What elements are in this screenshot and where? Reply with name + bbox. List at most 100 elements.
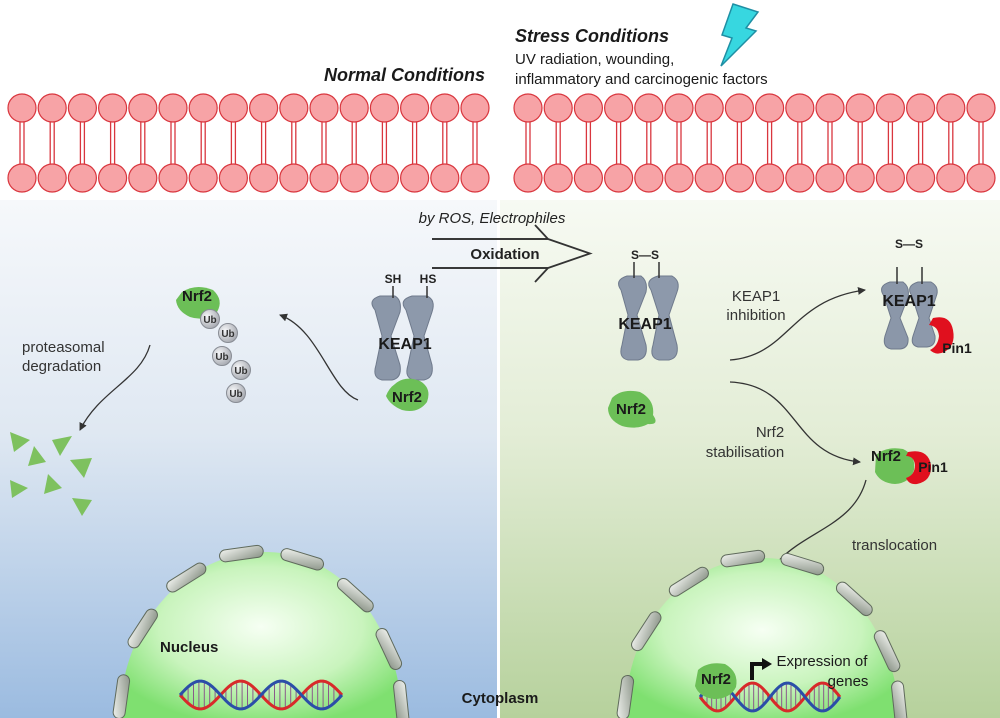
lipid-head bbox=[7, 163, 37, 193]
disulfide-label-pin1: S—S bbox=[895, 237, 923, 251]
ubiquitin-bead bbox=[212, 346, 232, 366]
lipid-head bbox=[936, 93, 966, 123]
nuclear-pore bbox=[780, 552, 825, 576]
lipid-head bbox=[339, 93, 369, 123]
oxidation-arrow bbox=[432, 224, 593, 283]
nrf2-stabilisation-line1: Nrf2 bbox=[756, 424, 784, 441]
nuclear-pore bbox=[375, 627, 403, 671]
proteasomal-label-line1: proteasomal bbox=[22, 339, 105, 356]
lipid-head bbox=[158, 93, 188, 123]
lipid-head bbox=[815, 163, 845, 193]
pin1-shape-nrf2 bbox=[906, 451, 932, 485]
keap1-inhibition-line2: inhibition bbox=[726, 307, 785, 324]
translocation-label: translocation bbox=[852, 537, 937, 554]
hs-label-right: HS bbox=[420, 272, 437, 286]
keap1-inhibition-line1: KEAP1 bbox=[732, 288, 780, 305]
lipid-head bbox=[369, 163, 399, 193]
lipid-head bbox=[724, 93, 755, 123]
lipid-head bbox=[634, 93, 664, 123]
lipid-head bbox=[128, 163, 158, 193]
pin1-label-nrf2: Pin1 bbox=[918, 459, 948, 475]
keap1-dimer-pin1 bbox=[881, 267, 938, 350]
keap1-label-oxidized: KEAP1 bbox=[618, 316, 671, 333]
keap1-dimer-normal bbox=[371, 286, 434, 381]
cytoplasm-label: Cytoplasm bbox=[462, 690, 539, 707]
lipid-head bbox=[188, 93, 218, 123]
oxidation-label: Oxidation bbox=[470, 246, 539, 263]
lipid-head bbox=[573, 163, 604, 193]
nuclear-pores-stress bbox=[616, 549, 908, 718]
peptide-fragment bbox=[44, 474, 62, 494]
dna-strand bbox=[178, 679, 344, 711]
cell-membrane-normal bbox=[7, 93, 490, 193]
nuclear-pores-normal bbox=[112, 544, 410, 718]
lipid-head bbox=[37, 163, 67, 193]
keap1-label-pin1: KEAP1 bbox=[882, 293, 935, 310]
lipid-head bbox=[218, 93, 248, 123]
lipid-head bbox=[67, 163, 98, 193]
nuclear-pore bbox=[668, 566, 709, 597]
disulfide-label-oxidized: S—S bbox=[631, 248, 659, 262]
normal-conditions-title: Normal Conditions bbox=[324, 65, 485, 85]
nrf2-stabilisation-line2: stabilisation bbox=[706, 444, 784, 461]
by-ros-label: by ROS, Electrophiles bbox=[419, 210, 566, 227]
lipid-head bbox=[460, 93, 490, 123]
stress-subtitle-line1: UV radiation, wounding, bbox=[515, 51, 674, 68]
lipid-head bbox=[430, 93, 460, 123]
nucleus-stress bbox=[625, 557, 900, 718]
lipid-head bbox=[309, 93, 339, 123]
lipid-head bbox=[573, 93, 604, 123]
lipid-head bbox=[905, 163, 936, 193]
nuclear-pore bbox=[835, 581, 873, 617]
lipid-head bbox=[966, 93, 996, 123]
nrf2-label-bound: Nrf2 bbox=[392, 389, 422, 406]
lipid-head bbox=[754, 163, 785, 193]
nuclear-pore bbox=[112, 674, 131, 718]
lipid-head bbox=[7, 93, 37, 123]
lipid-head bbox=[369, 93, 399, 123]
nucleus-normal bbox=[120, 551, 402, 718]
lipid-head bbox=[603, 163, 634, 193]
dna-helix-normal bbox=[178, 679, 344, 711]
expression-label-line1: Expression of bbox=[777, 653, 869, 670]
keap1-label-normal: KEAP1 bbox=[378, 336, 431, 353]
lipid-head bbox=[513, 93, 543, 123]
lipid-head bbox=[158, 163, 188, 193]
stress-subtitle-line2: inflammatory and carcinogenic factors bbox=[515, 71, 768, 88]
peptide-fragment bbox=[70, 458, 92, 478]
arrow-to-ubiquitination bbox=[279, 313, 359, 401]
nuclear-pore bbox=[631, 611, 662, 652]
arrow-keap1-inhibition bbox=[729, 286, 866, 361]
nrf2-label-ubiquitinated: Nrf2 bbox=[182, 288, 212, 305]
ubiquitin-bead bbox=[231, 360, 251, 380]
arrow-nrf2-stabilisation bbox=[729, 381, 861, 466]
lipid-head bbox=[339, 163, 369, 193]
ubiquitin-label: Ub bbox=[234, 366, 247, 377]
nucleus-label: Nucleus bbox=[160, 639, 218, 656]
nuclear-pore bbox=[720, 549, 766, 568]
arrow-to-degradation bbox=[79, 344, 151, 431]
lipid-head bbox=[785, 93, 815, 123]
degraded-peptide-fragments bbox=[10, 432, 92, 516]
lipid-head bbox=[966, 163, 996, 193]
lipid-head bbox=[249, 93, 279, 123]
keap1-dimer-oxidized bbox=[618, 262, 679, 361]
cell-membrane-stress bbox=[513, 93, 996, 193]
lipid-head bbox=[634, 163, 664, 193]
peptide-fragment bbox=[10, 432, 30, 452]
lipid-head bbox=[188, 163, 218, 193]
lipid-head bbox=[279, 163, 309, 193]
nrf2-blob-nucleus bbox=[695, 663, 737, 699]
transcription-start-arrow-icon bbox=[750, 662, 764, 680]
lipid-head bbox=[845, 93, 875, 123]
lipid-head bbox=[694, 163, 724, 193]
lipid-head bbox=[309, 163, 339, 193]
nrf2-label-nucleus: Nrf2 bbox=[701, 671, 731, 688]
pin1-shape-keap1 bbox=[929, 317, 954, 354]
peptide-fragment bbox=[52, 436, 72, 456]
lipid-head bbox=[97, 163, 128, 193]
nrf2-label-pin1: Nrf2 bbox=[871, 448, 901, 465]
lipid-head bbox=[845, 163, 875, 193]
nuclear-pore bbox=[873, 630, 901, 673]
